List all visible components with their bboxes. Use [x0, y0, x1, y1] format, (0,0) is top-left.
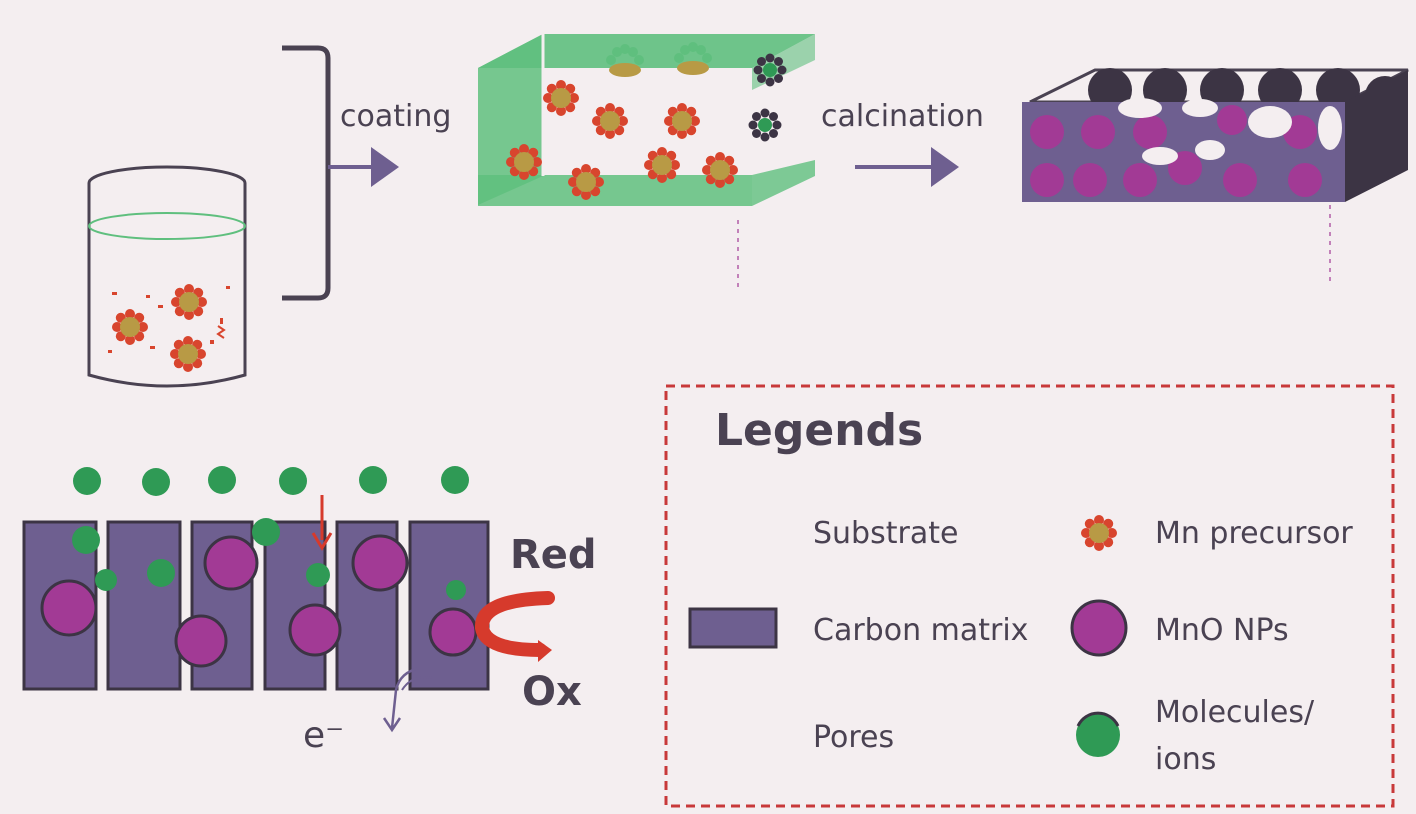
calcined-carbon-box [1022, 68, 1409, 285]
red-label: Red [510, 532, 597, 578]
mechanism-diagram [22, 466, 555, 733]
mno-particles-in-pores [40, 534, 478, 668]
legend-title: Legends [715, 405, 923, 456]
coated-substrate [478, 34, 815, 292]
mno-np-swatch [1070, 599, 1128, 657]
calcination-label: calcination [821, 99, 984, 134]
electron-label: e⁻ [303, 715, 344, 756]
legend-molecules: Molecules/ [1155, 695, 1315, 730]
mn-precursor-swatch [1081, 515, 1117, 551]
legend-box: Legends Substrate Carbon matrix Pores Mn… [664, 384, 1395, 808]
merge-bracket [282, 45, 399, 301]
legend-carbon-matrix: Carbon matrix [813, 613, 1028, 648]
legend-mn-precursor: Mn precursor [1155, 516, 1353, 551]
pores-in-carbon [1118, 98, 1342, 165]
carbon-matrix-swatch [688, 607, 778, 649]
molecules-above [73, 466, 469, 496]
coating-label: coating [340, 99, 451, 134]
beaker [87, 165, 247, 388]
mno-nanoparticles-in-carbon [1030, 105, 1322, 197]
legend-ions: ions [1155, 742, 1216, 777]
ox-label: Ox [522, 669, 582, 715]
molecules-in-pores [72, 518, 466, 600]
molecule-swatch [1076, 713, 1120, 757]
legend-pores: Pores [813, 720, 894, 755]
legend-mno-nps: MnO NPs [1155, 613, 1289, 648]
legend-substrate: Substrate [813, 516, 958, 551]
